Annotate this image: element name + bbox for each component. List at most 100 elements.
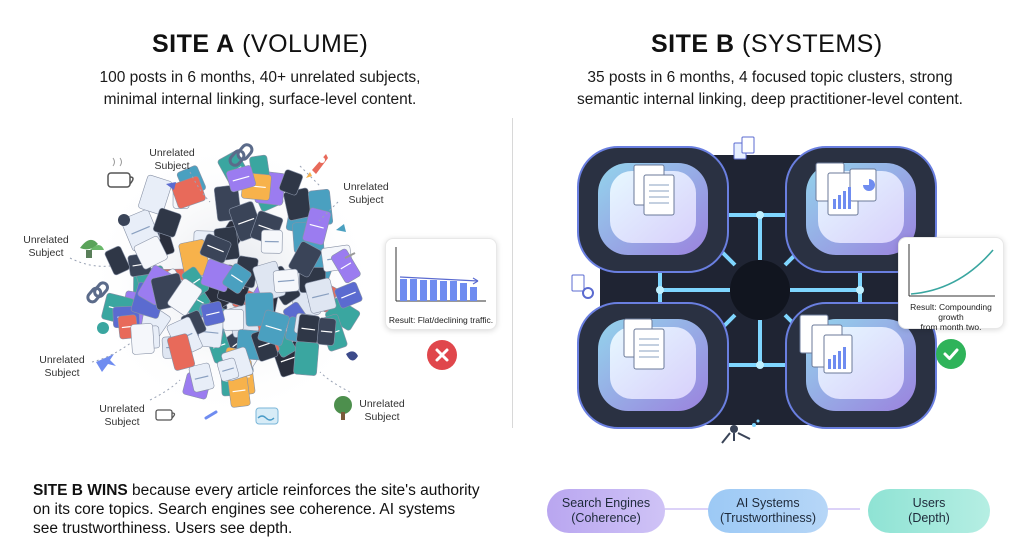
post-card-line	[205, 311, 220, 316]
link-chain-icon-left	[86, 281, 109, 304]
post-card	[171, 176, 206, 209]
post-card-line	[341, 291, 356, 299]
post-card-line	[277, 279, 295, 283]
pencil-icon	[204, 410, 218, 420]
post-card-line	[309, 223, 324, 229]
site-b-title-light: (SYSTEMS)	[742, 30, 883, 58]
post-card-line	[131, 225, 150, 235]
content-pile-illustration	[69, 140, 377, 425]
post-card-line	[238, 217, 255, 225]
label-line1: Unrelated	[359, 398, 405, 410]
label-line1: Unrelated	[99, 403, 145, 415]
shard-icon-2	[166, 182, 176, 190]
site-b-result-card: Result: Compounding growth from month tw…	[898, 237, 1004, 332]
post-card	[138, 174, 173, 215]
site-a-title-bold: SITE A	[152, 30, 235, 58]
center-hub	[730, 260, 790, 320]
post-card-line	[258, 342, 272, 348]
rocket-icon	[306, 154, 328, 178]
flat-traffic-chart	[395, 247, 486, 302]
unrelated-subject-label-2: Unrelated Subject	[330, 181, 402, 207]
post-card-line	[202, 330, 219, 334]
site-b-result-line1: Result: Compounding growth	[910, 302, 992, 322]
report-stack-icon-br	[799, 314, 853, 374]
scattered-posts-pile	[101, 150, 363, 408]
site-a-subtitle-line1: 100 posts in 6 months, 40+ unrelated sub…	[99, 69, 421, 86]
pill-line2: (Coherence)	[571, 511, 641, 525]
post-card-line	[194, 375, 209, 380]
unrelated-subject-label-5: Unrelated Subject	[346, 398, 418, 424]
post-card	[130, 323, 155, 355]
coffee-cup-icon	[107, 157, 134, 188]
post-card-line	[232, 175, 250, 182]
pill-line1: AI Systems	[736, 496, 800, 510]
growth-curve-chart	[908, 244, 995, 297]
label-line2: Subject	[104, 416, 140, 428]
document-stack-icon-bl	[623, 318, 665, 370]
site-b-illustration: Result: Compounding growth from month tw…	[520, 125, 1024, 455]
site-a-illustration: Unrelated Subject Unrelated Subject Unre…	[0, 130, 512, 440]
post-card	[167, 278, 203, 316]
report-stack-icon-tr	[815, 162, 877, 216]
label-line1: Unrelated	[343, 181, 389, 193]
post-card-line	[265, 324, 282, 331]
post-card-line	[232, 389, 246, 393]
label-line1: Unrelated	[149, 147, 195, 159]
site-b-subtitle: 35 posts in 6 months, 4 focused topic cl…	[540, 67, 1000, 111]
post-card	[167, 333, 196, 371]
docs-swap-icon	[733, 136, 755, 160]
unrelated-subject-label-6: Unrelated Subject	[86, 403, 158, 429]
unrelated-subject-label-4: Unrelated Subject	[26, 354, 98, 380]
pill-line2: (Depth)	[908, 511, 950, 525]
site-a-result-text: Result: Flat/declining traffic.	[388, 315, 494, 325]
pen-icon	[344, 252, 356, 259]
topic-clusters-diagram	[571, 136, 937, 444]
tea-cup-icon	[155, 409, 176, 421]
post-card-line	[301, 327, 316, 331]
label-connectors	[69, 165, 351, 401]
label-line2: Subject	[28, 247, 64, 259]
blob-icon	[346, 351, 358, 361]
plant-icon	[80, 239, 104, 258]
label-line1: Unrelated	[23, 234, 69, 246]
post-card-line	[222, 367, 234, 372]
post-card	[222, 309, 244, 331]
site-a-title: SITE A (VOLUME)	[152, 30, 368, 59]
post-card-line	[312, 293, 330, 299]
site-b-subtitle-line1: 35 posts in 6 months, 4 focused topic cl…	[587, 69, 953, 86]
tree-icon	[334, 396, 352, 420]
conclusion-text: SITE B WINS because every article reinfo…	[33, 481, 483, 538]
site-a-title-light: (VOLUME)	[242, 30, 369, 58]
diver-icon	[721, 419, 760, 444]
pill-line1: Users	[912, 496, 946, 510]
site-a-result-card: Result: Flat/declining traffic.	[385, 238, 497, 330]
document-stack-icon-tl	[633, 164, 675, 216]
wave-card-icon	[255, 407, 279, 425]
post-card	[293, 341, 320, 376]
label-line2: Subject	[364, 411, 400, 423]
post-card	[133, 236, 168, 270]
link-chain-icon	[228, 143, 254, 167]
ai-systems-pill: AI Systems(Trustworthiness)	[708, 489, 828, 533]
unrelated-subject-label-1: Unrelated Subject	[136, 147, 208, 173]
document-gear-icon	[571, 274, 594, 299]
center-divider	[512, 118, 513, 428]
conclusion-lead: SITE B WINS	[33, 482, 128, 499]
shard-icon	[336, 224, 346, 232]
post-card-line	[320, 330, 333, 333]
post-card	[279, 169, 303, 196]
green-check-icon	[936, 339, 966, 369]
site-b-result-text: Result: Compounding growth from month tw…	[899, 302, 1003, 332]
site-a-subtitle-line2: minimal internal linking, surface-level …	[103, 91, 417, 108]
label-line2: Subject	[44, 367, 80, 379]
post-card	[104, 246, 130, 276]
label-line2: Subject	[348, 194, 384, 206]
post-card-line	[340, 262, 352, 270]
site-b-subtitle-line2: semantic internal linking, deep practiti…	[577, 91, 963, 108]
conclusion-body: because every article reinforces the sit…	[33, 482, 480, 537]
site-b-title: SITE B (SYSTEMS)	[651, 30, 883, 59]
pill-line1: Search Engines	[561, 496, 651, 510]
pill-line2: (Trustworthiness)	[719, 511, 817, 525]
label-line1: Unrelated	[39, 354, 85, 366]
users-pill: Users(Depth)	[868, 489, 990, 533]
